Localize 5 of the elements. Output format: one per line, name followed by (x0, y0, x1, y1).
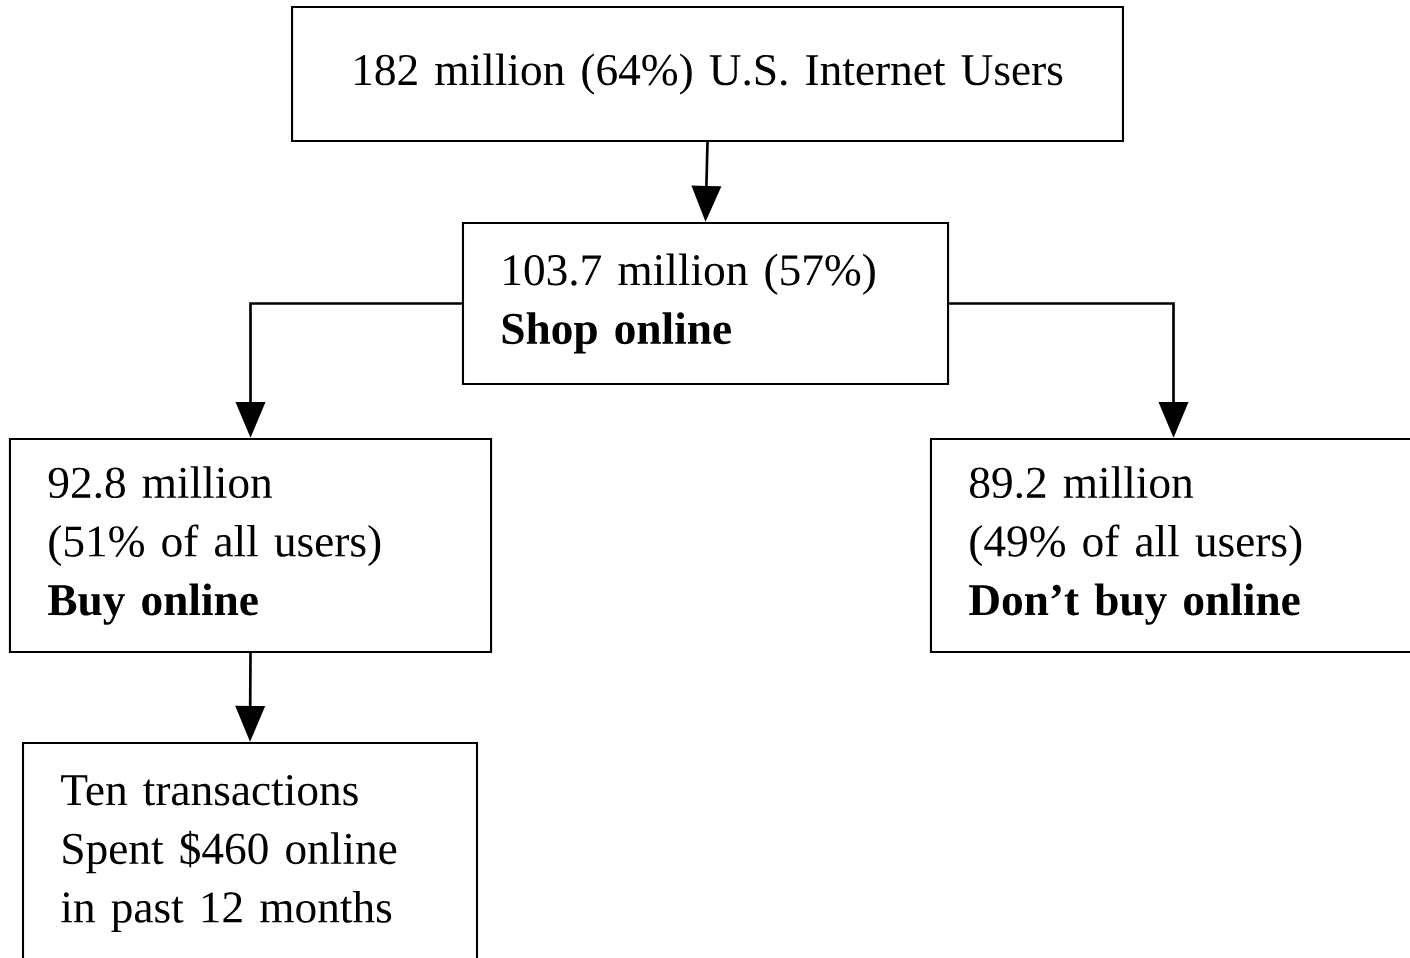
process-box: Ten transactions Spent $460 online in past 12 months (21, 741, 479, 958)
process-box: 92.8 million (51% of all users) Buy online (8, 437, 493, 654)
process-box: 89.2 million (49% of all users) Don’t buy online (929, 437, 1410, 654)
process-box: 182 million (64%) U.S. Internet Users (290, 5, 1125, 143)
process-box: 103.7 million (57%) Shop online (461, 221, 950, 386)
